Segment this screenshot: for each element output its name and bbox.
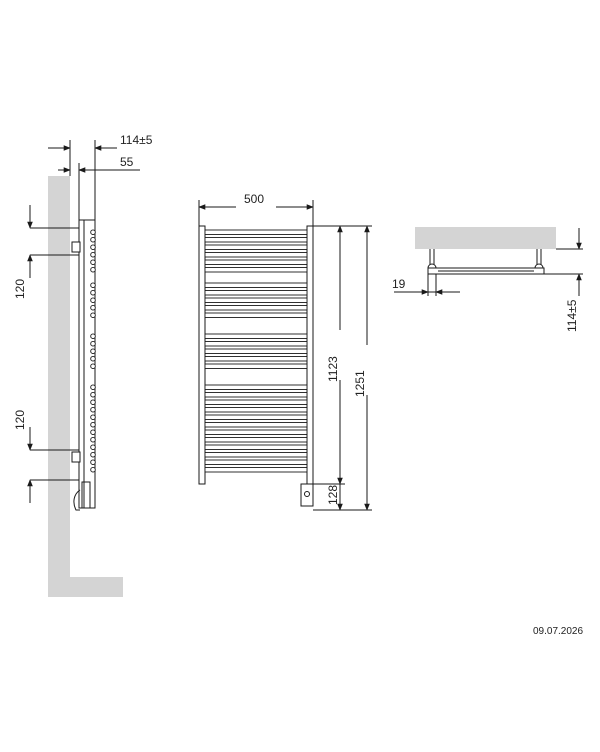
radiator-bar	[204, 282, 308, 288]
bar-end	[90, 444, 96, 450]
radiator-bar	[204, 384, 308, 390]
bar-end	[90, 363, 96, 369]
bar-end	[90, 436, 96, 443]
side-dim-wall-gap: 55	[120, 155, 134, 169]
radiator-bar	[204, 244, 308, 250]
bar-end	[90, 251, 96, 258]
radiator-bar	[204, 429, 308, 435]
bar-end	[90, 236, 96, 243]
radiator-bar	[204, 459, 308, 465]
left-rail	[198, 225, 206, 485]
radiator-bar	[204, 297, 308, 303]
bar-end	[90, 421, 96, 428]
radiator-bar	[204, 444, 308, 450]
bar-end	[90, 340, 96, 347]
bar-end	[90, 429, 96, 435]
radiator-bar	[204, 305, 308, 311]
bar-end	[90, 414, 96, 420]
front-dim-width: 500	[244, 192, 264, 206]
heating-element	[73, 481, 91, 511]
drawing-date: 09.07.2026	[533, 626, 584, 637]
radiator-bars	[204, 229, 308, 473]
bar-end	[90, 333, 96, 339]
radiator-bar-ends	[90, 229, 96, 473]
radiator-bar	[204, 267, 308, 273]
bar-end	[90, 355, 96, 362]
bar-end	[90, 229, 96, 235]
top-view	[394, 227, 583, 296]
bar-end	[90, 312, 96, 318]
bar-end	[90, 391, 96, 398]
front-dim-element: 128	[326, 485, 340, 505]
bar-end	[90, 406, 96, 413]
bar-end	[90, 348, 96, 354]
side-view	[27, 140, 140, 597]
bar-end	[90, 259, 96, 265]
front-view	[198, 200, 372, 511]
radiator-bar	[204, 452, 308, 458]
radiator-bar	[204, 467, 308, 473]
wall	[48, 176, 123, 597]
upper-bracket	[71, 241, 81, 253]
radiator-bar	[204, 259, 308, 265]
bar-end	[90, 297, 96, 303]
radiator-bar	[204, 229, 308, 235]
bar-end	[90, 289, 96, 296]
radiator-bar	[204, 363, 308, 369]
bar-end	[90, 451, 96, 458]
bar-end	[90, 399, 96, 405]
radiator-bar	[204, 399, 308, 405]
radiator-bar	[204, 333, 308, 339]
lower-bracket	[71, 451, 81, 463]
bar-end	[90, 384, 96, 390]
radiator-bar	[204, 237, 308, 243]
radiator-bar	[204, 356, 308, 362]
front-dim-total-height: 1251	[353, 370, 367, 397]
radiator-bar	[204, 341, 308, 347]
radiator-bar	[204, 422, 308, 428]
front-heating-element	[300, 483, 314, 507]
radiator-bar	[204, 290, 308, 296]
side-dim-upper: 120	[13, 279, 27, 299]
bar-end	[90, 304, 96, 311]
bar-end	[90, 266, 96, 273]
radiator-bar	[204, 414, 308, 420]
radiator-bar	[204, 312, 308, 318]
radiator-bar	[204, 407, 308, 413]
bar-end	[90, 244, 96, 250]
bar-end	[90, 282, 96, 288]
right-rail	[306, 225, 314, 485]
top-dim-projection: 114±5	[565, 299, 579, 332]
radiator-bar	[204, 392, 308, 398]
bar-end	[90, 466, 96, 473]
side-dim-lower: 120	[13, 410, 27, 430]
top-wall	[415, 227, 556, 249]
radiator-bar	[204, 437, 308, 443]
bar-end	[90, 459, 96, 465]
radiator-bar	[204, 252, 308, 258]
front-dim-bar-height: 1123	[326, 356, 340, 382]
radiator-bar	[204, 348, 308, 354]
side-dim-top: 114±5	[120, 133, 153, 147]
top-dim-depth: 19	[392, 277, 406, 291]
